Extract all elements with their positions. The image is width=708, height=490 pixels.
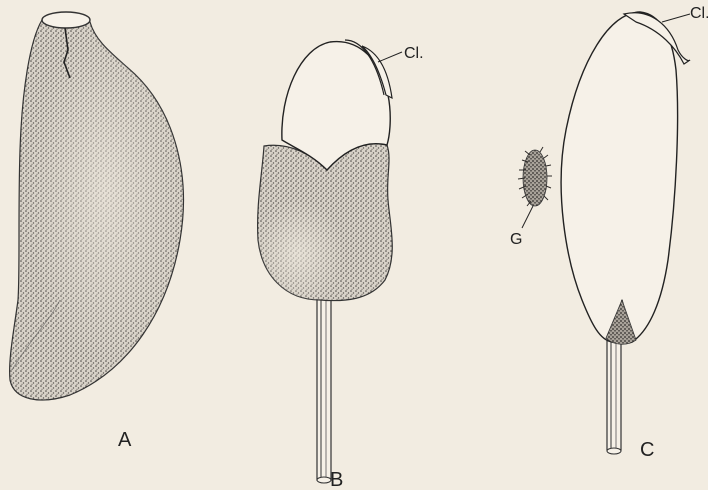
figure-b-seed — [258, 40, 402, 483]
cotyledon-callout-b: Cl. — [404, 45, 424, 62]
gland-g — [518, 147, 552, 228]
figure-c-label: C — [640, 439, 654, 461]
gland-callout-g: G — [510, 231, 522, 248]
figure-b-label: B — [330, 469, 343, 490]
cotyledon-callout-c: Cl. — [690, 5, 708, 22]
figure-a-label: A — [118, 429, 132, 451]
figure-a-seed — [10, 12, 184, 400]
figure-c-seed — [518, 12, 690, 454]
figure-c-rod — [607, 340, 621, 454]
figure-b-rod — [317, 290, 331, 483]
